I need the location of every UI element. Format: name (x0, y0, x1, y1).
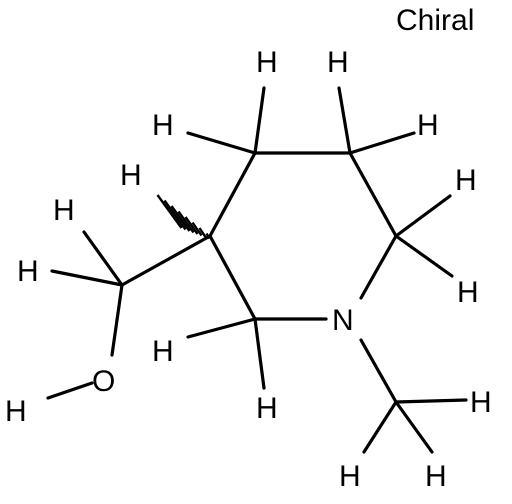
bond-ch3-h-bottom-right (394, 400, 434, 454)
hashed-wedge-bond (156, 194, 211, 240)
hydrogen-label: H (425, 460, 447, 493)
bond-c5-h-top (337, 86, 352, 155)
hydrogen-label: H (17, 255, 39, 288)
ring-bonds (208, 151, 398, 321)
bond-ch2-o (110, 283, 124, 357)
hash-2 (198, 227, 207, 238)
bond-c3-ch2 (120, 234, 212, 287)
hydrogen-label: H (256, 392, 278, 425)
bond-c5-c6 (348, 151, 398, 238)
hydrogen-label: H (152, 335, 174, 368)
bond-c3-c4 (208, 151, 257, 238)
chiral-label: Chiral (396, 4, 474, 37)
substituent-bonds (46, 234, 398, 404)
hydrogen-bonds (50, 86, 468, 454)
bond-ch3-h-right (394, 398, 468, 404)
hash-8 (156, 194, 183, 229)
hydrogen-label: H (327, 46, 349, 79)
bond-c4-h-top (253, 86, 266, 155)
hydrogen-label: H (455, 164, 477, 197)
hash-1 (205, 232, 211, 240)
hash-3 (191, 221, 203, 237)
oxygen-label: O (92, 365, 115, 398)
bond-c2-h-left (186, 317, 257, 339)
bond-c4-h-left (186, 131, 257, 155)
bond-o-h (46, 381, 94, 400)
hydrogen-label: H (152, 109, 174, 142)
hydrogen-label: H (5, 395, 27, 428)
bond-c6-h-upper (394, 194, 452, 238)
hash-6 (170, 205, 191, 232)
hydrogen-label: H (256, 46, 278, 79)
hydrogen-label: H (53, 194, 75, 227)
hydrogen-label: H (470, 386, 492, 419)
hydrogen-label: H (339, 460, 361, 493)
bond-c2-h-bottom (253, 317, 266, 390)
hash-4 (184, 216, 199, 235)
hydrogen-label: H (457, 276, 479, 309)
bond-ch2-h-upper (82, 230, 124, 287)
hydrogen-label: H (120, 159, 142, 192)
bond-n-ch3 (359, 338, 398, 404)
bond-c6-h-lower (394, 234, 454, 278)
bond-ch3-h-bottom-left (362, 400, 398, 454)
bond-c6-n (359, 234, 398, 300)
hash-5 (177, 210, 195, 234)
bond-ch2-h-left (50, 269, 124, 287)
hydrogen-label: H (417, 109, 439, 142)
hash-7 (163, 199, 187, 231)
nitrogen-label: N (332, 304, 354, 337)
bond-c2-c3 (208, 234, 257, 321)
bond-c5-h-right (348, 131, 416, 155)
